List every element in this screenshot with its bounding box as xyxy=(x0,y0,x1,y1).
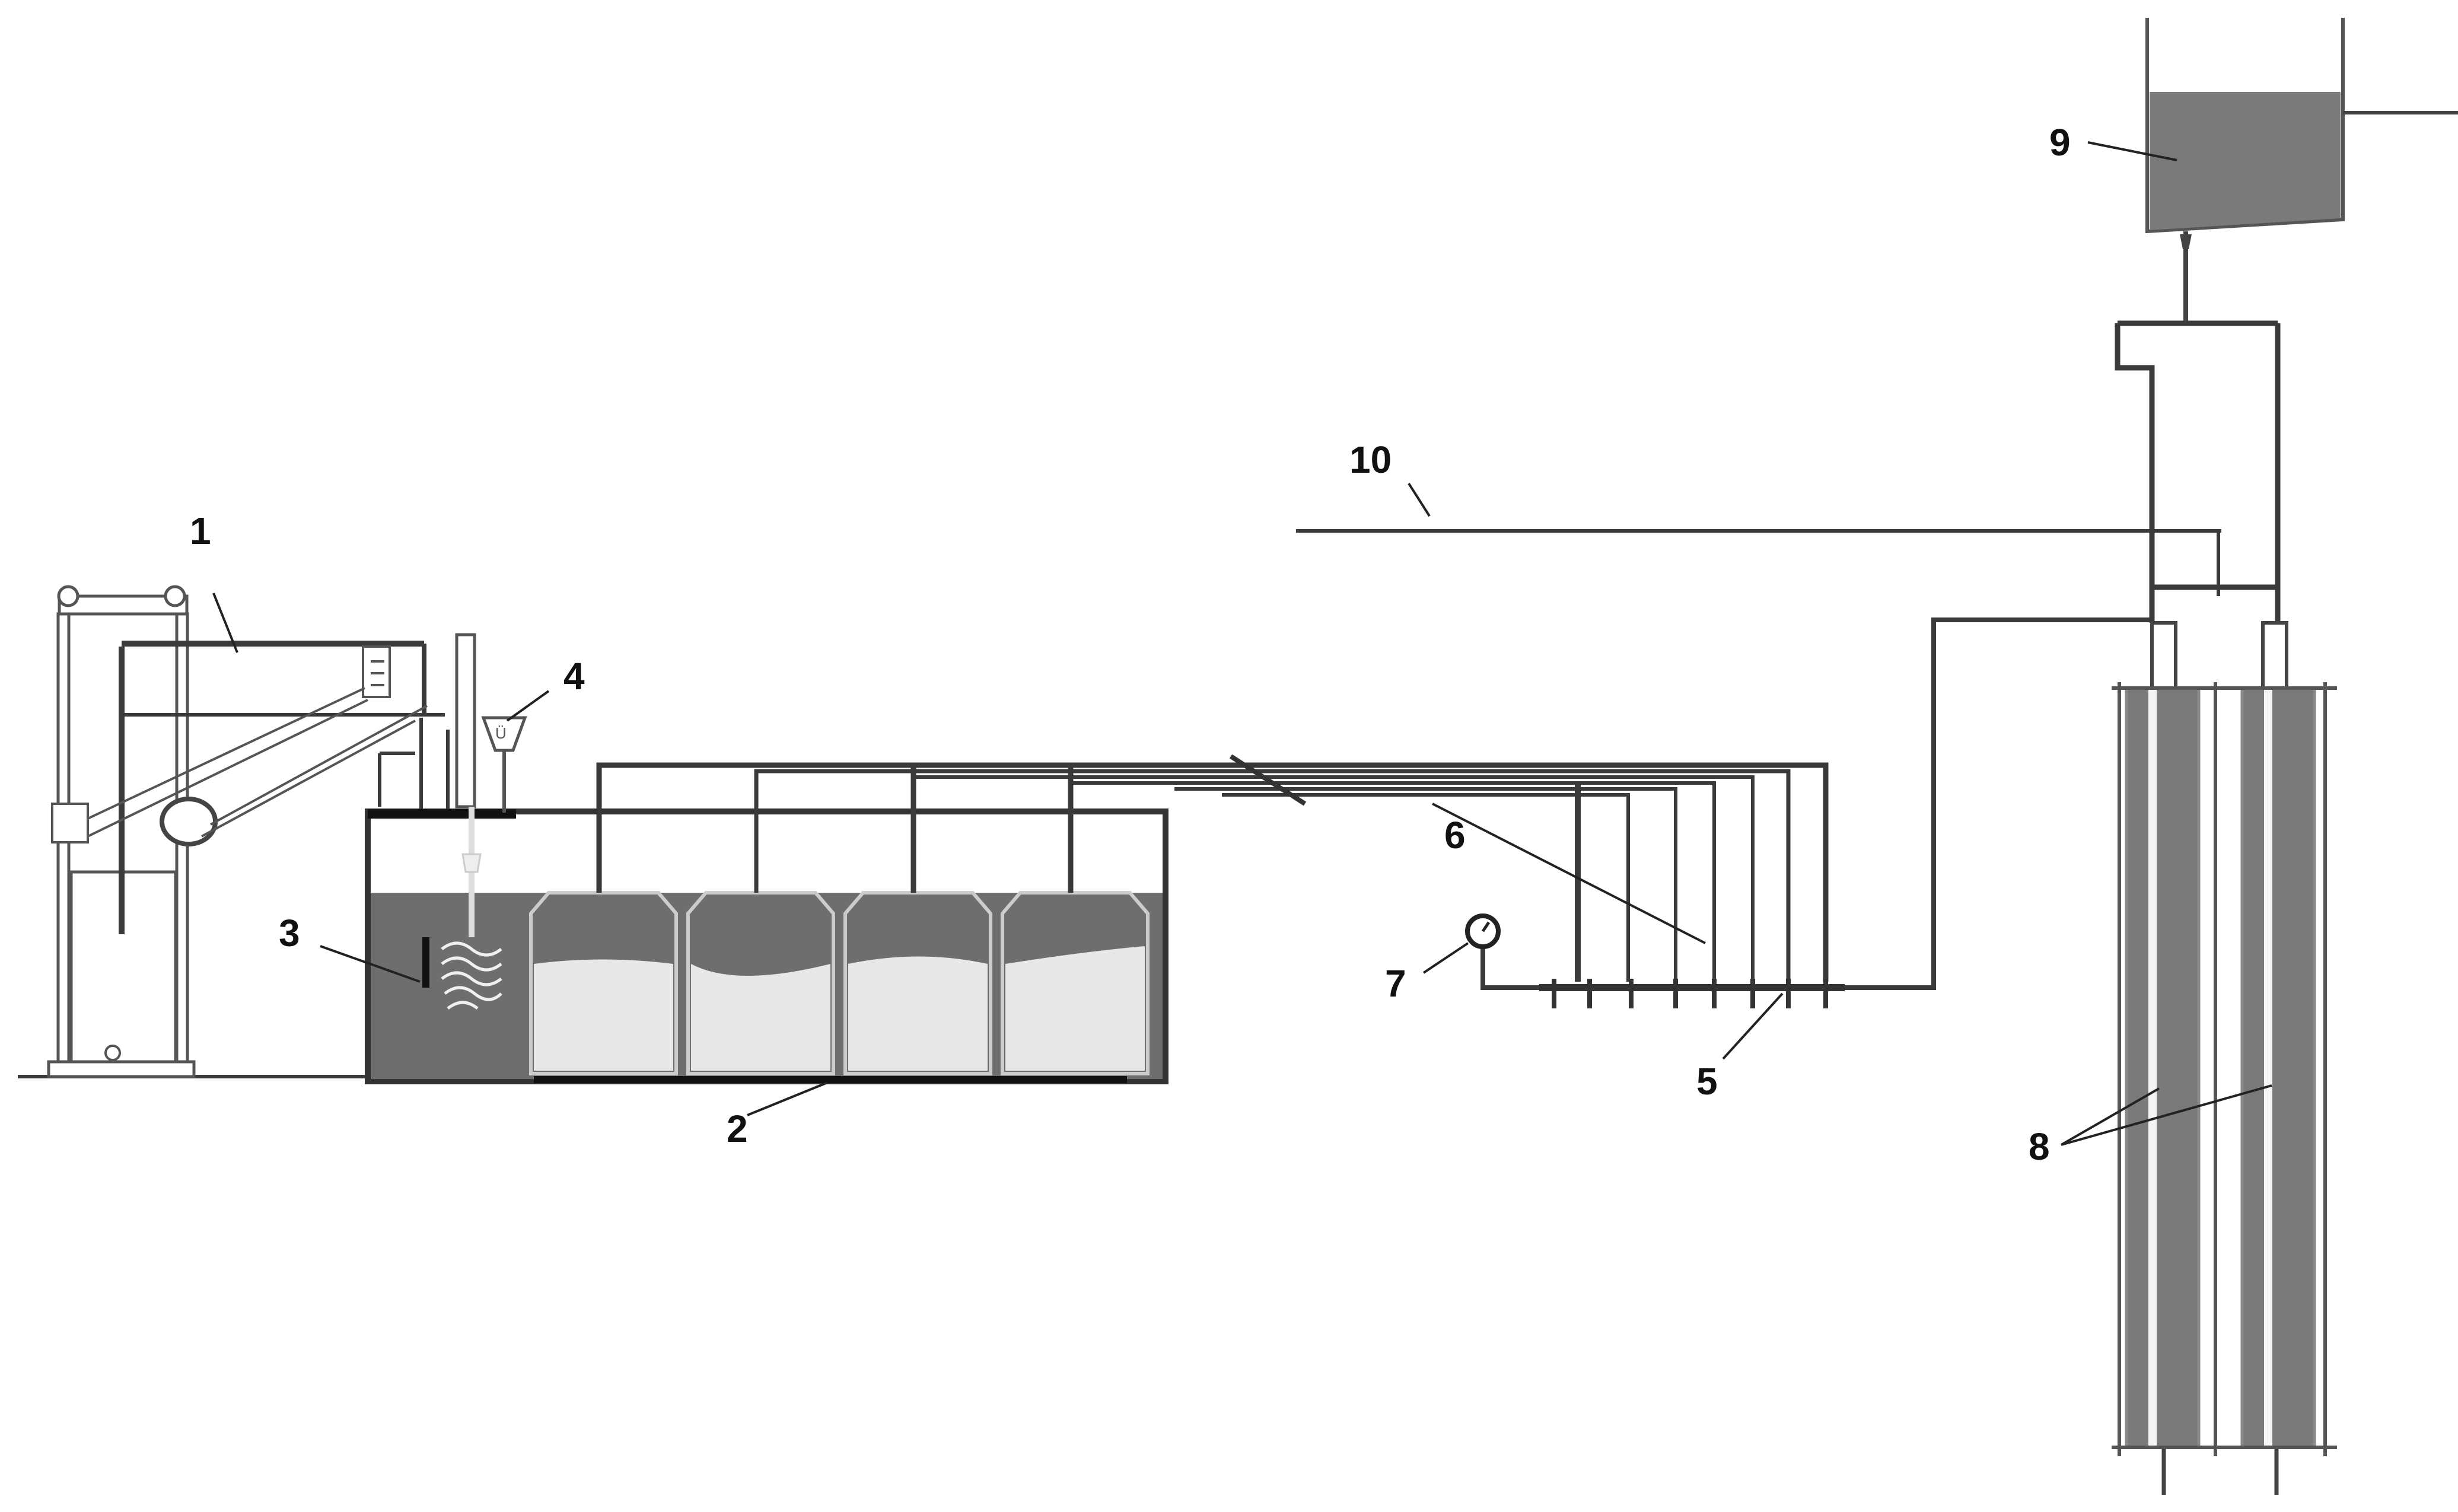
drive-shaft xyxy=(378,633,476,813)
sediment-jar-1 xyxy=(529,891,678,1075)
soil-column-1 xyxy=(2125,686,2201,1495)
leader-lines xyxy=(212,141,2272,1146)
soil-column-2 xyxy=(2240,686,2316,1495)
sediment-jar-2 xyxy=(686,891,835,1075)
label-3: 3 xyxy=(279,912,300,954)
manifold xyxy=(1480,617,2150,1008)
label-2: 2 xyxy=(727,1107,748,1150)
motor-arm xyxy=(51,641,445,934)
stirrer-heater xyxy=(422,807,502,1010)
label-5: 5 xyxy=(1696,1060,1718,1103)
label-9: 9 xyxy=(2049,121,2071,164)
label-4: 4 xyxy=(563,655,585,698)
funnel-thermometer: Ü xyxy=(481,716,527,813)
outlet-pipes xyxy=(596,754,1829,982)
sediment-jar-3 xyxy=(843,891,992,1075)
sediment-jar-4 xyxy=(1001,891,1150,1075)
label-1: 1 xyxy=(190,510,211,552)
eccentric-wheel xyxy=(160,705,428,846)
svg-text:Ü: Ü xyxy=(495,724,507,742)
label-7: 7 xyxy=(1385,962,1406,1005)
head-tank xyxy=(2145,18,2458,323)
label-8: 8 xyxy=(2029,1125,2050,1168)
pressure-gauge xyxy=(1465,913,1501,949)
label-6: 6 xyxy=(1444,814,1466,857)
label-10: 10 xyxy=(1349,438,1392,481)
column-frame xyxy=(2112,682,2337,1456)
column-feed-pipes xyxy=(2115,320,2288,690)
